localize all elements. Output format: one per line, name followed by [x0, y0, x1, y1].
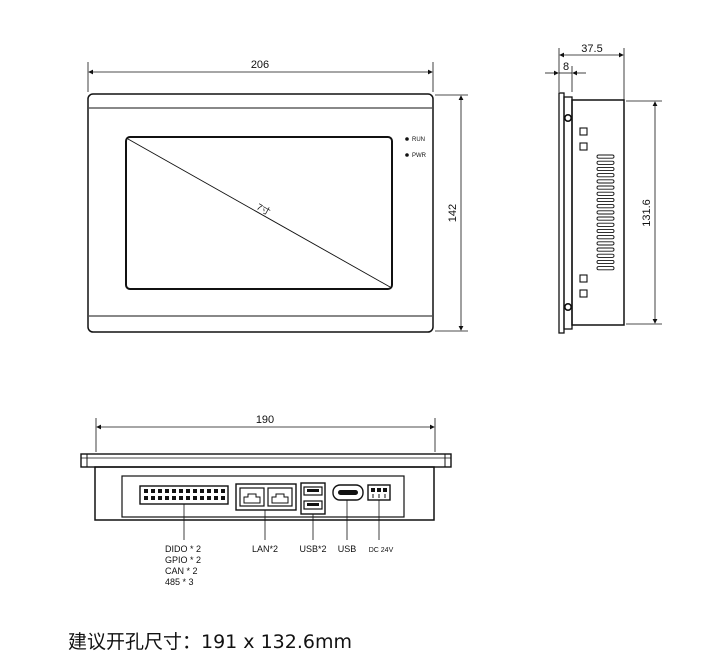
terminal-label-4: 485 * 3 [165, 577, 194, 587]
side-height-dim: 131.6 [641, 199, 653, 227]
vent-slot [596, 210, 615, 215]
bottom-clip-icon [563, 302, 572, 311]
vent-slot [596, 247, 615, 252]
vent-slot [596, 179, 615, 184]
usb-port-tongue [338, 490, 358, 495]
terminal-pin [214, 496, 218, 500]
front-width-dim: 206 [251, 59, 269, 71]
pwr-led-icon [405, 153, 409, 157]
side-port-1 [579, 127, 588, 136]
vent-slot [596, 166, 615, 172]
lan-port-2 [267, 487, 293, 507]
terminal-block [139, 485, 229, 505]
side-port-3 [579, 274, 588, 283]
vent-slot [596, 160, 615, 165]
vent-slot [596, 259, 615, 265]
vent-slot [596, 204, 615, 209]
screen-diagonal [127, 138, 391, 288]
terminal-pin [207, 496, 211, 500]
usb-a-port-2 [303, 500, 323, 510]
terminal-pin [200, 496, 204, 500]
terminal-pin [172, 489, 176, 493]
terminal-pin [193, 496, 197, 500]
side-depth-dim: 37.5 [581, 43, 602, 55]
side-vents [596, 154, 615, 271]
bottom-port-panel [121, 475, 405, 518]
cutout-caption: 建议开孔尺寸：191 x 132.6mm [68, 631, 352, 653]
usb-label: USB [338, 544, 357, 554]
terminal-pin [165, 489, 169, 493]
terminal-pin [186, 489, 190, 493]
usb-a-tongue-1 [307, 489, 319, 492]
pwr-led-label: PWR [412, 153, 427, 159]
terminal-label-2: GPIO * 2 [165, 555, 201, 565]
top-clip-icon [563, 114, 572, 123]
side-port-2 [579, 142, 588, 151]
vent-slot [596, 216, 615, 221]
terminal-pin [179, 496, 183, 500]
terminal-pin [193, 489, 197, 493]
vent-slot [596, 185, 615, 190]
lan-jack-2-icon [271, 493, 289, 504]
bottom-view: 190 [80, 414, 452, 587]
bottom-housing [94, 466, 435, 521]
vent-slot [596, 191, 615, 196]
side-port-4 [579, 289, 588, 298]
terminal-pin [207, 489, 211, 493]
vent-slot [596, 222, 615, 227]
terminal-pin [165, 496, 169, 500]
front-screen [125, 136, 393, 290]
terminal-pin [214, 489, 218, 493]
dc-label: DC 24V [369, 547, 394, 554]
side-bezel-dim: 8 [563, 61, 569, 73]
front-height-dim: 142 [447, 204, 459, 222]
terminal-pin [158, 496, 162, 500]
terminal-label-1: DIDO * 2 [165, 544, 201, 554]
vent-slot [596, 235, 615, 240]
terminal-pin [158, 489, 162, 493]
lan-port-1 [239, 487, 265, 507]
vent-slot [596, 197, 615, 203]
usb-a-port-1 [303, 486, 323, 496]
front-view: 206 7寸 RUN PWR 142 [87, 59, 468, 333]
terminal-pin [144, 489, 148, 493]
screen-size-label: 7寸 [255, 201, 273, 217]
terminal-pin [221, 489, 225, 493]
vent-slot [596, 253, 615, 258]
side-housing [571, 99, 625, 326]
terminal-pin [179, 489, 183, 493]
usb-a-tongue-2 [307, 503, 319, 506]
terminal-pin [172, 496, 176, 500]
vent-slot [596, 154, 615, 159]
terminal-pin [144, 496, 148, 500]
terminal-pin [151, 496, 155, 500]
terminal-pin [186, 496, 190, 500]
usb2-label: USB*2 [299, 544, 326, 554]
lan-jack-1-icon [243, 493, 261, 504]
dc-pins [371, 488, 387, 498]
vent-slot [596, 241, 615, 246]
usb-port [332, 484, 364, 501]
run-led-icon [405, 137, 409, 141]
side-view: 37.5 8 131.6 [545, 43, 662, 334]
run-led-label: RUN [412, 137, 425, 143]
terminal-pin [151, 489, 155, 493]
front-panel-outer [87, 93, 434, 333]
side-flange [558, 92, 565, 334]
terminal-label-3: CAN * 2 [165, 566, 198, 576]
bottom-flange [80, 453, 452, 468]
terminal-pin [200, 489, 204, 493]
side-bezel [563, 96, 573, 330]
vent-slot [596, 266, 615, 271]
lan-label: LAN*2 [252, 544, 278, 554]
vent-slot [596, 228, 615, 234]
lan-block [235, 483, 297, 511]
vent-slot [596, 173, 615, 178]
terminal-pin [221, 496, 225, 500]
bottom-width-dim: 190 [256, 414, 274, 426]
terminal-pins [144, 489, 225, 500]
